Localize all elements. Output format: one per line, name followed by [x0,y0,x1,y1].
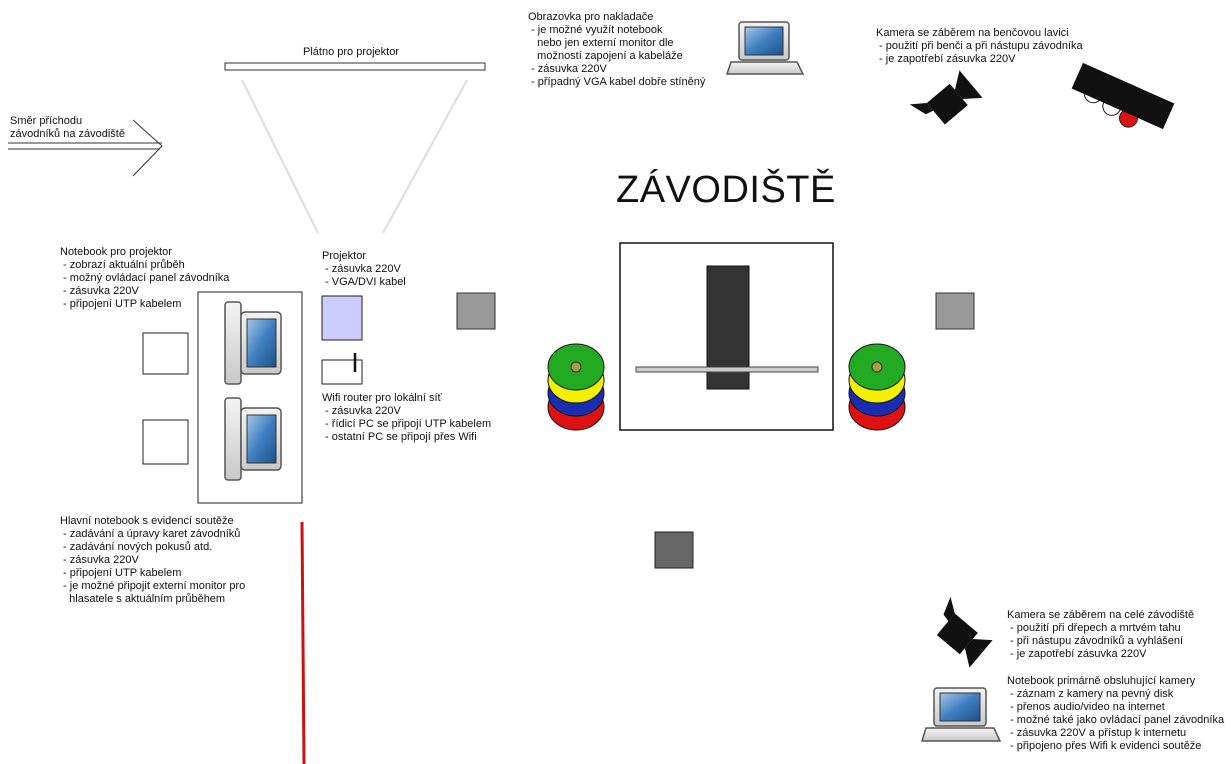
projector-notebook-line: - zásuvka 220V [60,285,139,297]
entry-line: Směr příchodu [10,115,83,127]
projector-notebook-line: - připojení UTP kabelem [60,298,182,310]
bench-camera-line: - je zapotřebí zásuvka 220V [876,53,1016,65]
loader-screen-line: - zásuvka 220V [528,63,607,75]
projection-beam-right [382,79,468,234]
utp-cable [300,521,306,764]
laptop-icon [725,21,805,75]
projector-line: Projektor [322,250,367,262]
main-notebook-line: - zadávání a úpravy karet závodníků [60,528,241,540]
projector-box [321,295,363,341]
venue-title: ZÁVODIŠTĚ [616,169,836,211]
camera-notebook-line: - možné také jako ovládací panel závodní… [1007,714,1225,726]
full-camera-line: - použití při dřepech a mrtvém tahu [1007,622,1181,634]
camera-notebook-line: - zásuvka 220V a přístup k internetu [1007,727,1187,739]
camera-notebook-line: - přenos audio/video na internet [1007,701,1165,713]
laptop-icon [224,301,282,385]
loader-screen-line: možností zapojení a kabeláže [528,50,683,62]
laptop-icon [224,397,282,481]
main-notebook-line: - je možné připojit externí monitor pro [60,580,246,592]
bench-camera-line: - použití při benči a při nástupu závodn… [876,40,1083,52]
projector-line: - zásuvka 220V [322,263,401,275]
projection-beam-left [241,79,319,234]
video-camera-icon [936,596,993,668]
camera-notebook-label: Notebook primárně obsluhující kamery - z… [1007,675,1224,753]
loader-screen-label: Obrazovka pro nakladače - je možné využí… [528,11,705,89]
chair-1 [142,332,189,375]
chair-2 [142,419,189,465]
loader-screen-line: - je možné využít notebook [528,24,663,36]
full-camera-line: - při nástupu závodníků a vyhlášení [1007,635,1184,647]
barbell-bar [635,366,819,373]
camera-notebook-line: - připojeno přes Wifi k evidenci soutěže [1007,740,1202,752]
router-line: - zásuvka 220V [322,405,401,417]
loader-screen-line: Obrazovka pro nakladače [528,11,654,23]
main-notebook-line: Hlavní notebook s evidencí soutěže [60,515,234,527]
loader-screen-line: nebo jen externí monitor dle [528,37,674,49]
referee-seat-left [456,292,496,330]
main-notebook-line: - zásuvka 220V [60,554,139,566]
router-line: - ostatní PC se připojí přes Wifi [322,431,477,443]
screen-label: Plátno pro projektor [303,46,399,58]
arrow-right-icon [8,119,163,177]
projector-label: Projektor - zásuvka 220V - VGA/DVI kabel [322,250,406,289]
full-camera-line: - je zapotřebí zásuvka 220V [1007,648,1147,660]
router-line: Wifi router pro lokální síť [322,392,442,404]
main-notebook-line: - připojení UTP kabelem [60,567,182,579]
bench-camera-label: Kamera se záběrem na benčovou lavici - p… [876,27,1083,66]
camera-notebook-line: - záznam z kamery na pevný disk [1007,688,1174,700]
projector-notebook-line: - možný ovládací panel závodníka [60,272,230,284]
video-camera-icon [909,70,983,125]
router-line: - řídicí PC se připojí UTP kabelem [322,418,492,430]
full-camera-line: Kamera se záběrem na celé závodiště [1007,609,1195,621]
light-bar [1071,62,1175,130]
main-notebook-line: hlasatele s aktuálním průběhem [60,593,226,605]
entry-line: závodníků na závodiště [10,128,125,140]
full-camera-label: Kamera se záběrem na celé závodiště - po… [1007,609,1194,661]
router-label: Wifi router pro lokální síť - zásuvka 22… [322,392,491,444]
main-notebook-line: - zadávání nových pokusů atd. [60,541,213,553]
loader-screen-line: - případný VGA kabel dobře stíněný [528,76,706,88]
referee-seat-right [935,292,975,330]
barbell-plates-icon [547,343,605,431]
router-icon [321,353,363,385]
bench-camera-line: Kamera se záběrem na benčovou lavici [876,27,1069,39]
projector-screen [224,62,486,71]
projector-line: - VGA/DVI kabel [322,276,406,288]
projector-notebook-line: - zobrazí aktuální průběh [60,259,185,271]
referee-seat-center [654,531,694,569]
main-notebook-label: Hlavní notebook s evidencí soutěže - zad… [60,515,245,606]
laptop-icon [920,687,1002,742]
projector-notebook-label: Notebook pro projektor - zobrazí aktuáln… [60,246,229,311]
camera-notebook-line: Notebook primárně obsluhující kamery [1007,675,1196,687]
entry-label: Směr příchodu závodníků na závodiště [10,115,125,141]
barbell-plates-icon [848,343,906,431]
projector-notebook-line: Notebook pro projektor [60,246,172,258]
